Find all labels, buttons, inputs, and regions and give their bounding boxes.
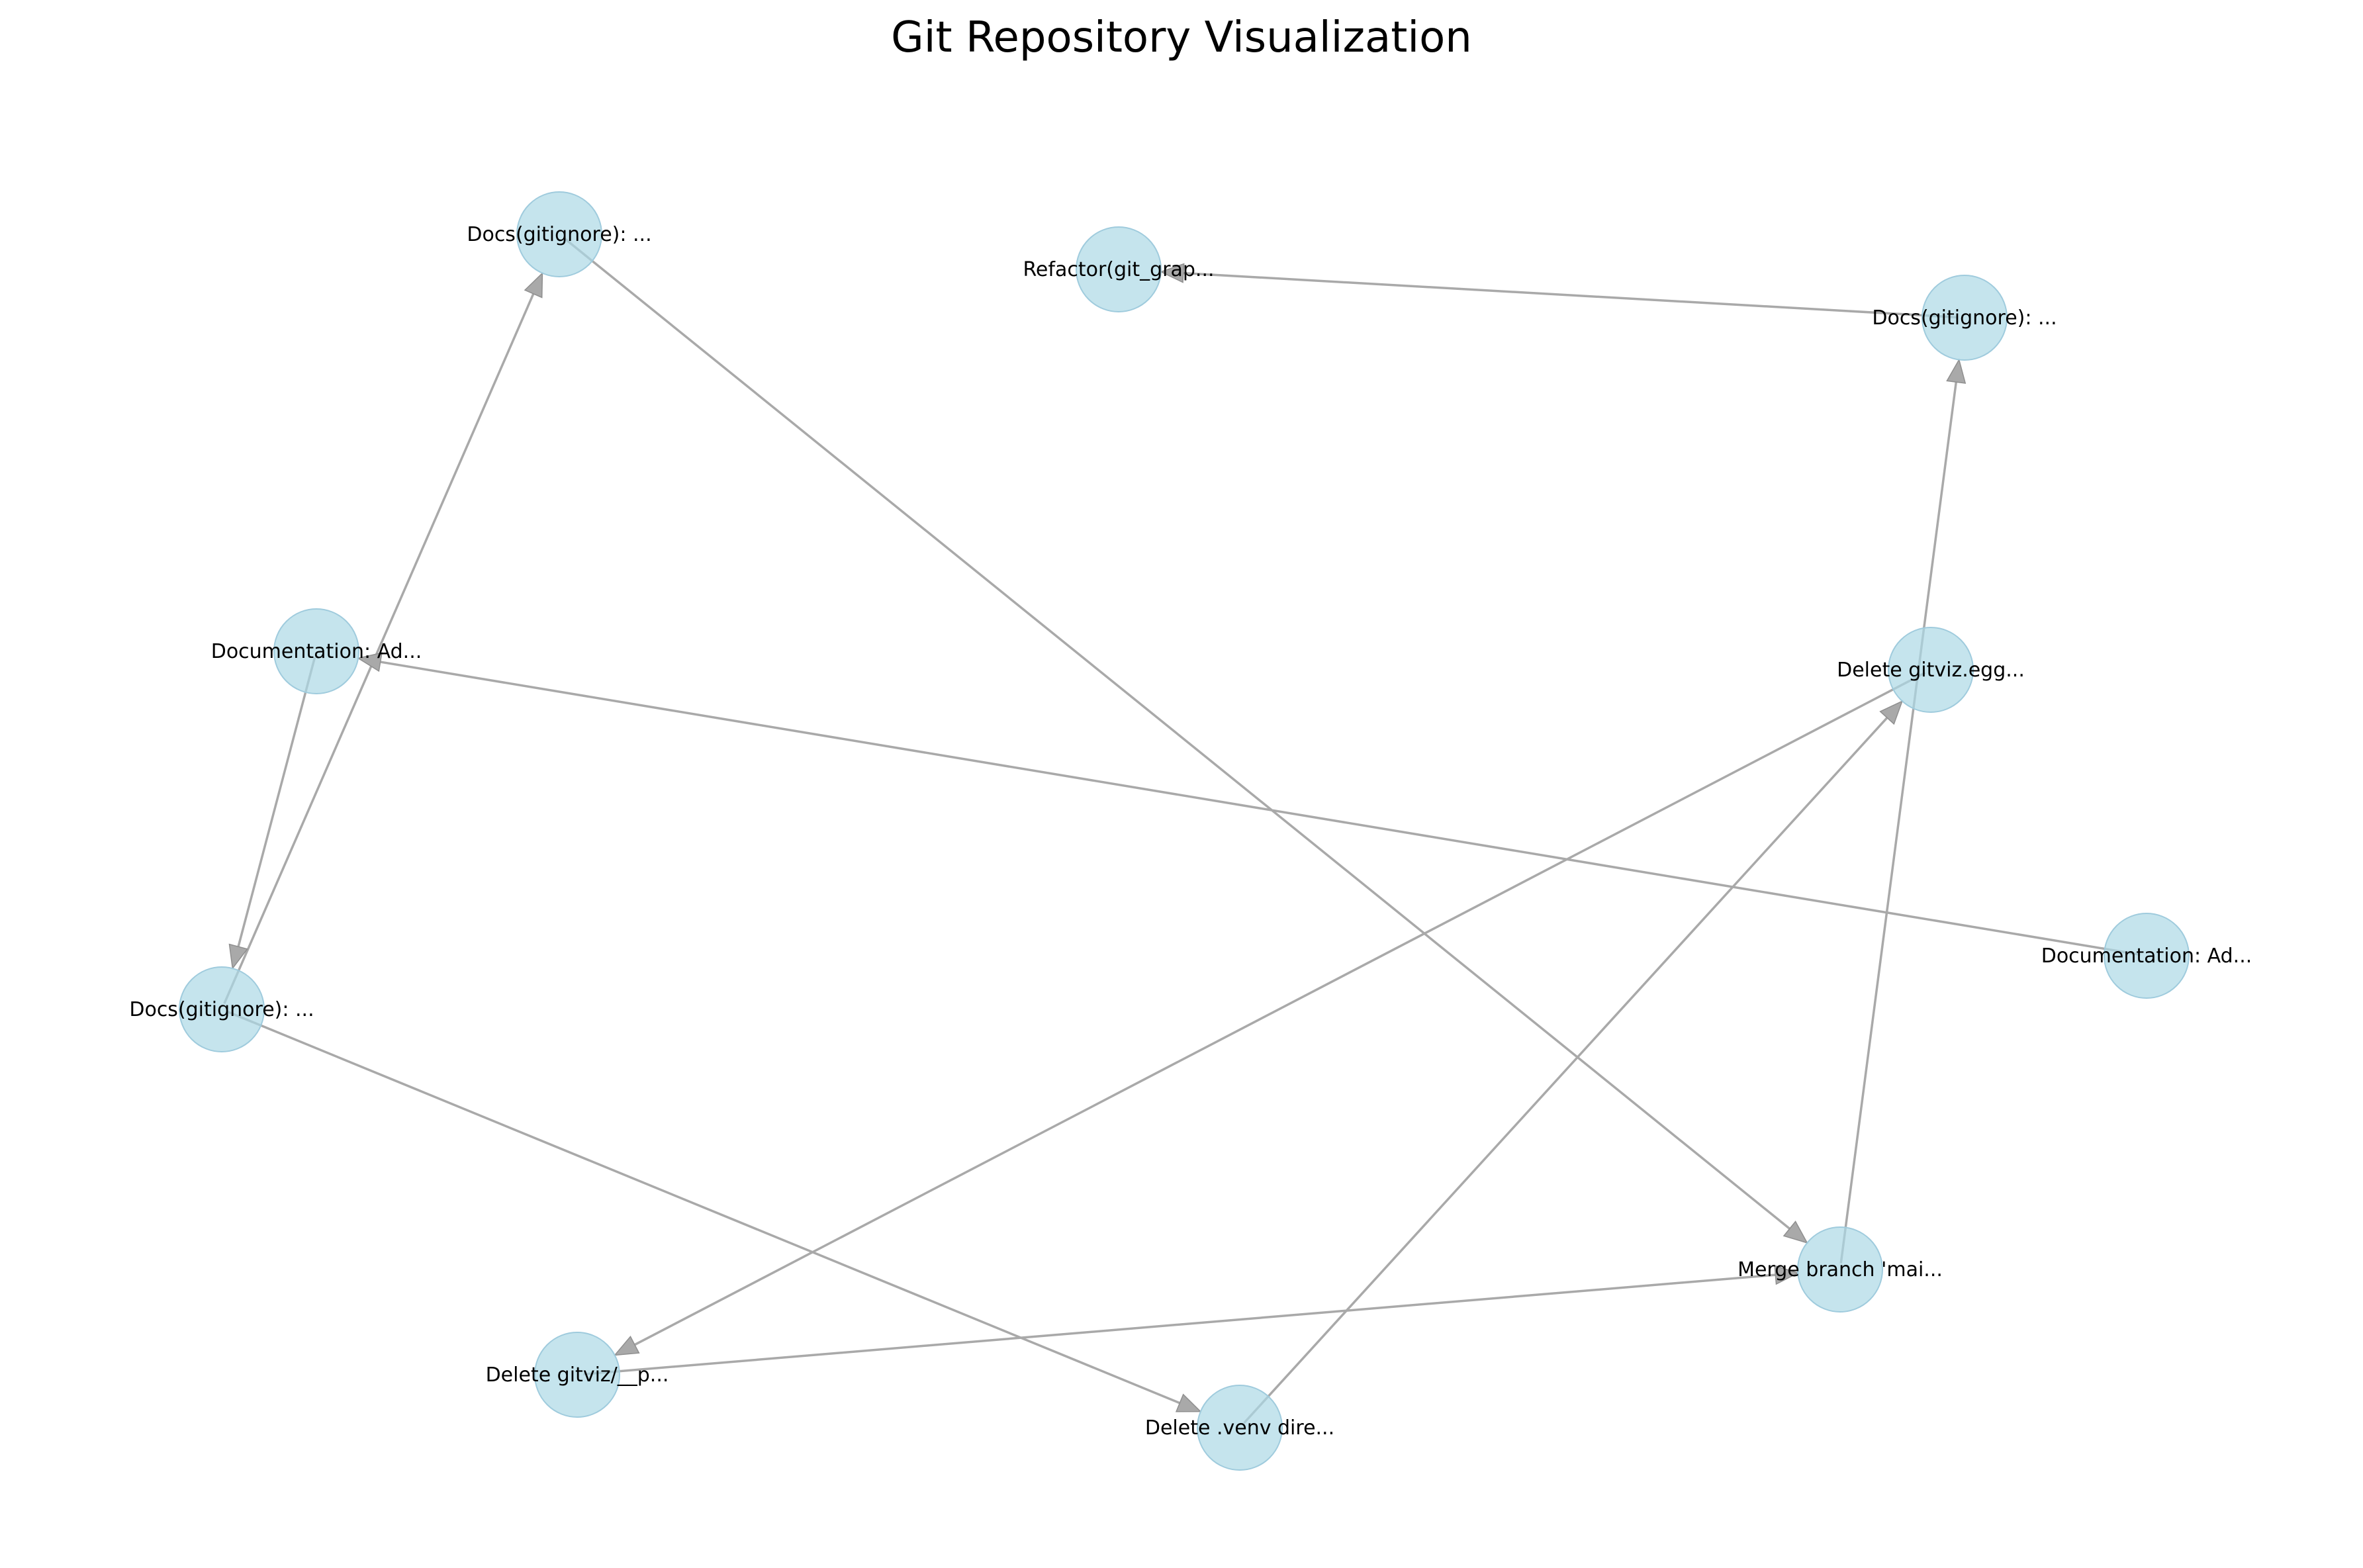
commit-node-circle bbox=[516, 191, 602, 277]
commit-node[interactable]: Merge branch 'mai... bbox=[1738, 1226, 1943, 1313]
edge-n8-n3 bbox=[1839, 381, 1958, 1264]
edge-n3-n2 bbox=[1183, 271, 1959, 319]
commit-node-circle bbox=[179, 966, 265, 1052]
edge-n9-n8 bbox=[583, 1273, 1776, 1375]
arrowhead-n7-n1 bbox=[524, 271, 543, 299]
commit-node[interactable]: Docs(gitignore): ... bbox=[467, 191, 652, 277]
commit-node-circle bbox=[1797, 1226, 1883, 1313]
commit-node[interactable]: Delete .venv dire... bbox=[1145, 1385, 1334, 1471]
commit-node-label: Docs(gitignore): ... bbox=[1872, 306, 2057, 330]
commit-node-label: Refactor(git_grap... bbox=[1023, 258, 1214, 281]
commit-node-circle bbox=[1076, 226, 1162, 312]
commit-node-circle bbox=[273, 608, 359, 694]
arrowhead-n6-n4 bbox=[357, 652, 383, 672]
commit-node-label: Delete .venv dire... bbox=[1145, 1416, 1334, 1440]
commit-node-label: Merge branch 'mai... bbox=[1738, 1258, 1943, 1281]
commit-node-label: Documentation: Ad... bbox=[211, 640, 422, 663]
commit-node-label: Docs(gitignore): ... bbox=[467, 223, 651, 246]
commit-node[interactable]: Delete gitviz.egg... bbox=[1837, 627, 2025, 713]
arrowhead-n9-n8 bbox=[1774, 1265, 1800, 1285]
commit-node[interactable]: Delete gitviz/__p... bbox=[486, 1332, 669, 1418]
commit-node-label: Documentation: Ad... bbox=[2041, 945, 2252, 968]
commit-node-circle bbox=[2104, 913, 2190, 999]
arrowhead-n3-n2 bbox=[1159, 263, 1185, 283]
edge-n4-n7 bbox=[237, 657, 316, 947]
commit-node[interactable]: Docs(gitignore): ... bbox=[1872, 275, 2057, 361]
commit-node-label: Docs(gitignore): ... bbox=[129, 998, 314, 1021]
edge-n5-n9 bbox=[634, 671, 1926, 1346]
commit-node-circle bbox=[534, 1332, 620, 1418]
arrowhead-n4-n7 bbox=[228, 943, 248, 970]
edges-layer bbox=[223, 237, 2141, 1424]
diagram-title: Git Repository Visualization bbox=[891, 13, 1472, 62]
commit-node-circle bbox=[1197, 1385, 1283, 1471]
arrowhead-n5-n9 bbox=[614, 1335, 640, 1356]
edge-n10-n5 bbox=[1243, 717, 1888, 1424]
commit-node[interactable]: Documentation: Ad... bbox=[2041, 913, 2252, 999]
commit-node-label: Delete gitviz.egg... bbox=[1837, 659, 2025, 682]
arrowhead-n8-n3 bbox=[1946, 358, 1967, 384]
commit-node[interactable]: Docs(gitignore): ... bbox=[129, 966, 314, 1052]
commit-node[interactable]: Refactor(git_grap... bbox=[1023, 226, 1215, 312]
edge-n1-n8 bbox=[563, 237, 1790, 1230]
nodes-layer: Docs(gitignore): ... Refactor(git_grap...… bbox=[129, 191, 2252, 1471]
commit-node-circle bbox=[1922, 275, 2008, 361]
arrowhead-n1-n8 bbox=[1783, 1221, 1808, 1244]
arrowhead-n10-n5 bbox=[1879, 700, 1904, 725]
arrowhead-n7-n10 bbox=[1175, 1393, 1202, 1412]
edge-n6-n4 bbox=[380, 661, 2141, 956]
commit-node-circle bbox=[1888, 627, 1974, 713]
commit-node[interactable]: Documentation: Ad... bbox=[211, 608, 422, 694]
edge-n7-n10 bbox=[227, 1011, 1181, 1405]
commit-node-label: Delete gitviz/__p... bbox=[486, 1363, 669, 1387]
edge-n7-n1 bbox=[223, 293, 535, 1004]
